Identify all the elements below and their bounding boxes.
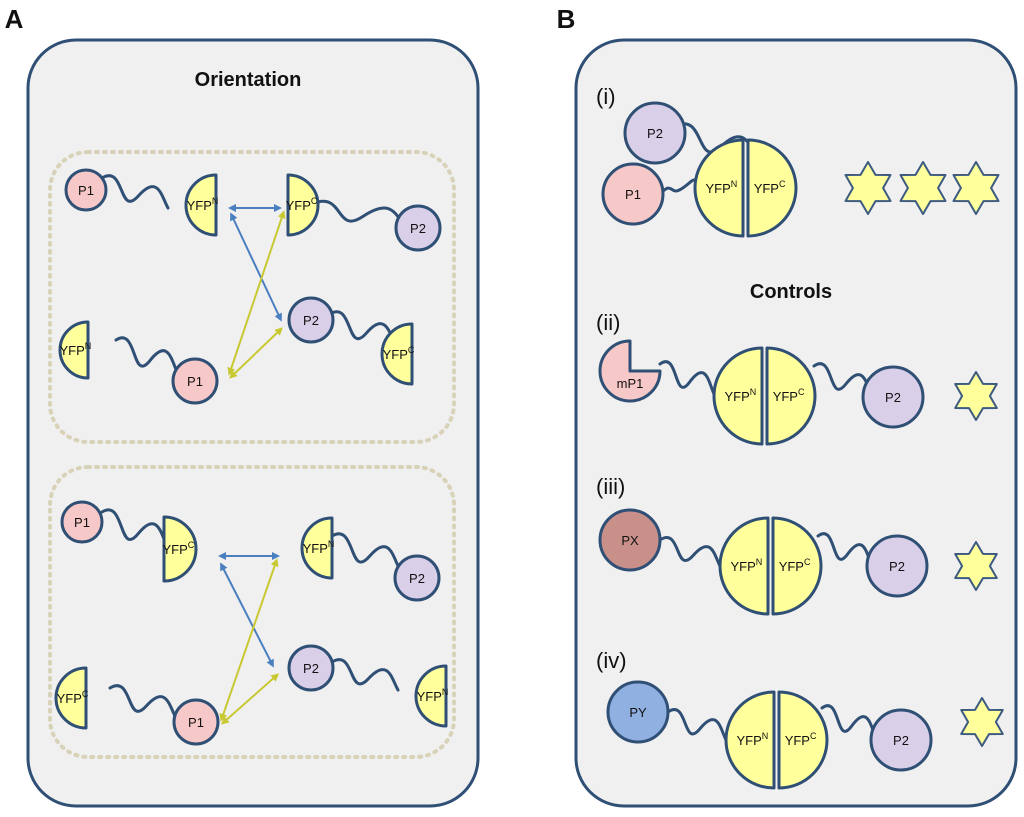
linker <box>108 684 178 720</box>
linker <box>330 658 400 692</box>
p1-node-label: P1 <box>187 374 203 389</box>
yfp-c-half-label: YFPC <box>754 179 786 196</box>
control-label-3: (iii) <box>596 474 625 499</box>
yfp-n-half-label: YFPN <box>706 179 738 196</box>
yfp-c-half <box>54 666 88 730</box>
p2-node-label: P2 <box>647 126 663 141</box>
yfp-n-half-label: YFPN <box>725 387 757 404</box>
yfp-n-half-label: YFPN <box>60 341 92 358</box>
p2-node <box>287 296 335 344</box>
yfp-c-half <box>765 346 817 446</box>
fluorescence-star <box>952 161 1000 215</box>
p1-node-label: P1 <box>188 715 204 730</box>
fluorescence-star <box>960 697 1004 747</box>
orientation-arrow-yellow <box>229 327 283 379</box>
mp1-node-label: mP1 <box>617 376 644 391</box>
yfp-n-half <box>414 664 448 728</box>
yfp-n-half-label: YFPN <box>187 196 219 213</box>
linker <box>820 704 878 740</box>
orientation-group-2 <box>48 465 456 759</box>
p2-node-label: P2 <box>409 571 425 586</box>
fluorescence-star <box>954 371 998 421</box>
fluorescence-star <box>954 541 998 591</box>
linker <box>310 199 406 227</box>
p2-node <box>623 101 687 165</box>
yfp-n-half-label: YFPN <box>303 539 335 556</box>
p1-node <box>601 162 665 226</box>
yfp-n-half <box>184 173 218 237</box>
linker <box>100 174 170 210</box>
p1-node-label: P1 <box>74 515 90 530</box>
yfp-c-half <box>380 322 414 386</box>
yfp-n-half <box>693 138 745 238</box>
linker <box>658 536 722 568</box>
panel-a-title: Orientation <box>195 69 302 91</box>
p2-node-label: P2 <box>410 221 426 236</box>
linker <box>816 532 874 568</box>
yfp-c-half-label: YFPC <box>286 196 318 213</box>
p2-node-label: P2 <box>893 733 909 748</box>
yfp-n-half <box>718 516 770 616</box>
yfp-c-half <box>771 516 823 616</box>
p2-node-label: P2 <box>889 559 905 574</box>
px-node-label: PX <box>621 533 639 548</box>
yfp-n-half <box>712 346 764 446</box>
panel-b-title: Controls <box>750 281 832 303</box>
panel-a-frame <box>26 38 480 808</box>
control-label-4: (iv) <box>596 648 627 673</box>
p1-node <box>171 357 219 405</box>
p1-node <box>64 168 108 212</box>
yfp-n-half <box>724 690 776 790</box>
orientation-arrow-yellow <box>221 673 279 725</box>
yfp-c-half <box>162 515 198 583</box>
p2-node <box>394 204 442 252</box>
yfp-n-half <box>58 320 90 380</box>
p1-node <box>60 500 104 544</box>
control-label-1: (i) <box>596 84 616 109</box>
yfp-c-half-label: YFPC <box>383 345 415 362</box>
yfp-n-half-label: YFPN <box>417 687 449 704</box>
p2-node <box>869 708 933 772</box>
linker <box>666 708 728 742</box>
yfp-n-half-label: YFPN <box>731 557 763 574</box>
p1-node-label: P1 <box>625 187 641 202</box>
p2-node <box>287 644 335 692</box>
linker <box>658 360 716 396</box>
p1-node <box>172 698 220 746</box>
yfp-c-half <box>777 690 829 790</box>
yfp-c-half <box>286 173 320 237</box>
panel-a-letter: A <box>5 4 24 34</box>
yfp-c-half-label: YFPC <box>779 557 811 574</box>
p2-node-label: P2 <box>303 661 319 676</box>
linker <box>114 336 180 376</box>
mp1-node <box>598 339 662 403</box>
p2-node <box>861 365 925 429</box>
linker <box>330 532 402 572</box>
linker <box>100 508 170 550</box>
yfp-c-half-label: YFPC <box>163 540 195 557</box>
p2-node <box>865 534 929 598</box>
yfp-c-half <box>746 138 798 238</box>
p2-node <box>393 554 441 602</box>
yfp-n-half <box>300 516 334 580</box>
yfp-c-half-label: YFPC <box>57 689 89 706</box>
yfp-n-half-label: YFPN <box>737 731 769 748</box>
orientation-group-1 <box>48 150 456 444</box>
panel-b-letter: B <box>557 4 576 34</box>
yfp-c-half-label: YFPC <box>773 387 805 404</box>
p2-node-label: P2 <box>885 390 901 405</box>
fluorescence-star <box>844 161 892 215</box>
control-label-2: (ii) <box>596 310 620 335</box>
py-node-label: PY <box>629 705 647 720</box>
p2-node-label: P2 <box>303 313 319 328</box>
p1-node-label: P1 <box>78 183 94 198</box>
fluorescence-star <box>899 161 947 215</box>
yfp-c-half-label: YFPC <box>785 731 817 748</box>
